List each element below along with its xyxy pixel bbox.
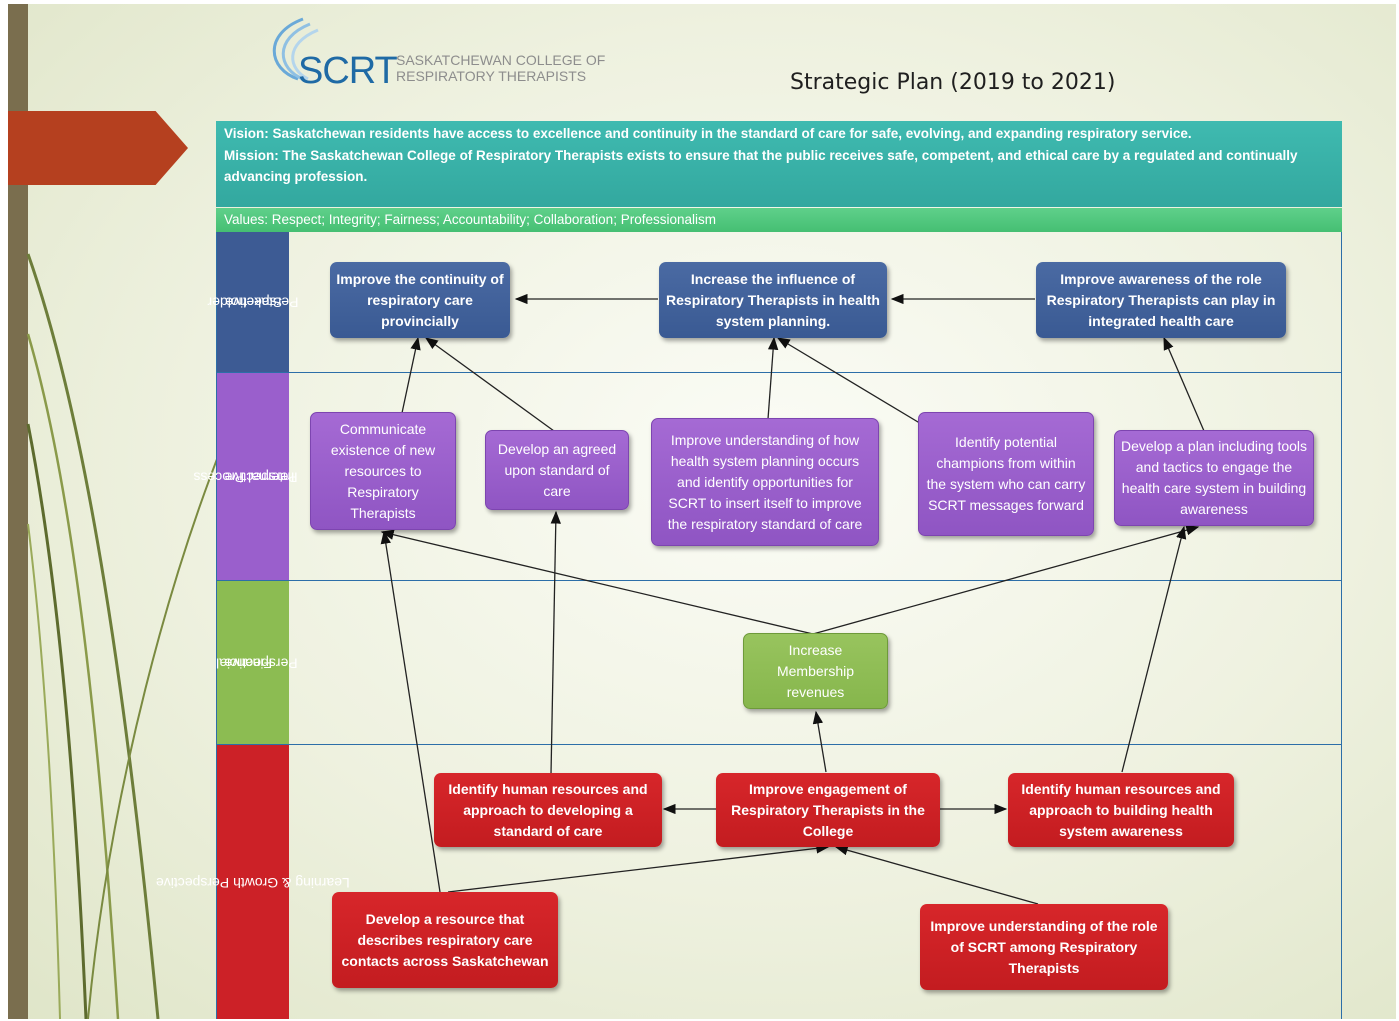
mission-text: Mission: The Saskatchewan College of Res… <box>224 147 1298 185</box>
lane-label-line: Perspective <box>224 655 299 671</box>
node-agreed-standard: Develop an agreed upon standard of care <box>485 430 629 510</box>
lane-learning: Learning & Growth Perspective <box>156 745 1341 1019</box>
slide: SCRT SASKATCHEWAN COLLEGE OF RESPIRATORY… <box>8 4 1396 1019</box>
node-hr-standard-of-care: Identify human resources and approach to… <box>434 773 662 847</box>
lane-label-line: Learning & Growth Perspective <box>156 874 350 891</box>
node-increase-influence: Increase the influence of Respiratory Th… <box>659 262 887 338</box>
vision-text: Vision: Saskatchewan residents have acce… <box>224 126 1192 141</box>
logo-subtitle-line: RESPIRATORY THERAPISTS <box>396 68 587 84</box>
node-develop-resource: Develop a resource that describes respir… <box>332 892 558 988</box>
logo-subtitle-line: SASKATCHEWAN COLLEGE OF <box>396 52 606 68</box>
node-membership-revenues: Increase Membership revenues <box>743 633 888 709</box>
grass-decoration <box>26 253 249 1019</box>
node-understanding-scrt-role: Improve understanding of the role of SCR… <box>920 904 1168 990</box>
lane-label-line: Perspective <box>224 469 299 485</box>
node-identify-champions: Identify potential champions from within… <box>918 412 1094 536</box>
node-improve-engagement: Improve engagement of Respiratory Therap… <box>716 773 940 847</box>
page-title: Strategic Plan (2019 to 2021) <box>790 70 1116 95</box>
node-improve-awareness: Improve awareness of the role Respirator… <box>1036 262 1286 338</box>
lane-label-line: Perspective <box>224 294 299 311</box>
side-arrow-decoration <box>8 111 188 185</box>
values-banner: Values: Respect; Integrity; Fairness; Ac… <box>216 208 1342 232</box>
side-decoration-bar <box>8 4 28 1019</box>
lane-label-learning: Learning & Growth Perspective <box>156 745 350 1019</box>
logo-wordmark: SCRT <box>298 50 398 92</box>
logo-subtitle: SASKATCHEWAN COLLEGE OF RESPIRATORY THER… <box>396 52 656 84</box>
node-engagement-plan: Develop a plan including tools and tacti… <box>1114 430 1314 526</box>
node-health-planning: Improve understanding of how health syst… <box>651 418 879 546</box>
node-communicate-resources: Communicate existence of new resources t… <box>310 412 456 530</box>
node-improve-continuity: Improve the continuity of respiratory ca… <box>330 262 510 338</box>
vision-mission-banner: Vision: Saskatchewan residents have acce… <box>216 121 1342 207</box>
logo-arc-icon <box>272 17 319 81</box>
node-hr-health-system-awareness: Identify human resources and approach to… <box>1008 773 1234 847</box>
